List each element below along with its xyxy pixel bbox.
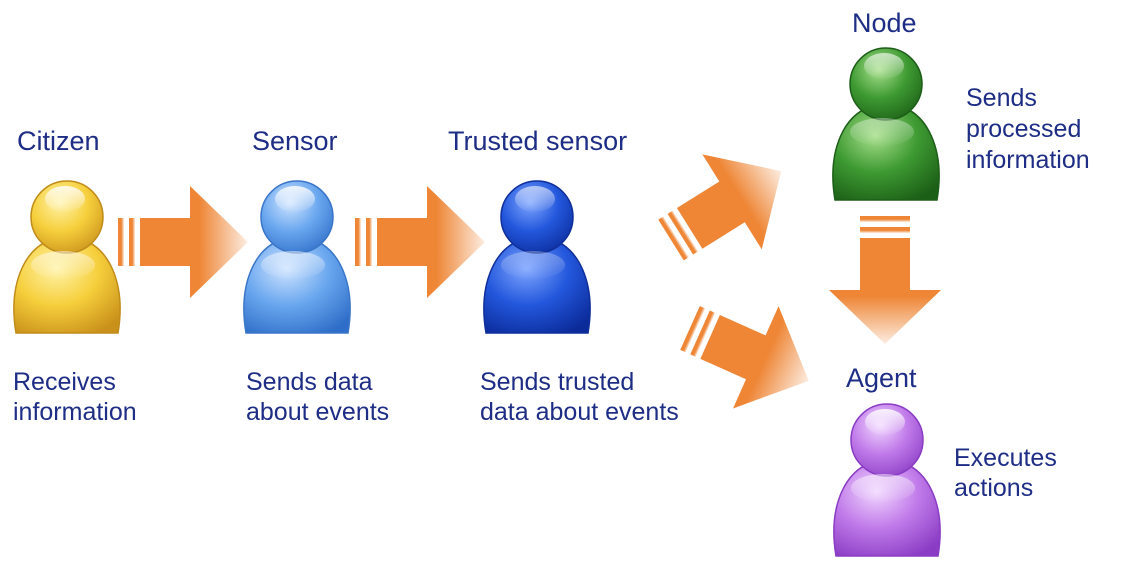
citizen-description-line: information: [13, 398, 137, 426]
trusted-sensor-person-icon: [483, 180, 591, 334]
citizen-description: Receives information: [13, 367, 137, 427]
citizen-description-line: Receives: [13, 368, 116, 396]
sensor-description: Sends data about events: [246, 367, 389, 427]
node-description-line: Sends: [966, 84, 1037, 112]
arrow-trusted-sensor-to-node: [641, 123, 811, 288]
arrow-trusted-sensor-to-agent: [667, 276, 832, 433]
arrow-node-to-agent: [829, 216, 941, 344]
citizen-title: Citizen: [17, 126, 100, 156]
sensor-person-icon: [243, 180, 351, 334]
agent-description-line: Executes: [954, 444, 1057, 472]
agent-description: Executes actions: [954, 443, 1057, 503]
sensor-description-line: Sends data: [246, 368, 373, 396]
trusted-sensor-title: Trusted sensor: [448, 126, 628, 156]
agent-description-line: actions: [954, 474, 1034, 502]
trusted-sensor-description-line: Sends trusted: [480, 368, 635, 396]
arrow-citizen-to-sensor: [118, 186, 248, 298]
node-description: Sends processed information: [966, 83, 1090, 176]
node-description-line: information: [966, 146, 1090, 174]
agent-title: Agent: [846, 363, 917, 393]
arrow-sensor-to-trusted-sensor: [355, 186, 485, 298]
trusted-sensor-description: Sends trusted data about events: [480, 367, 679, 427]
trusted-sensor-description-line: data about events: [480, 398, 679, 426]
citizen-person-icon: [13, 180, 121, 334]
sensor-title: Sensor: [252, 126, 338, 156]
sensor-description-line: about events: [246, 398, 390, 426]
node-person-icon: [832, 47, 940, 201]
node-description-line: processed: [966, 115, 1082, 143]
agent-person-icon: [833, 403, 941, 557]
node-title: Node: [852, 8, 917, 38]
